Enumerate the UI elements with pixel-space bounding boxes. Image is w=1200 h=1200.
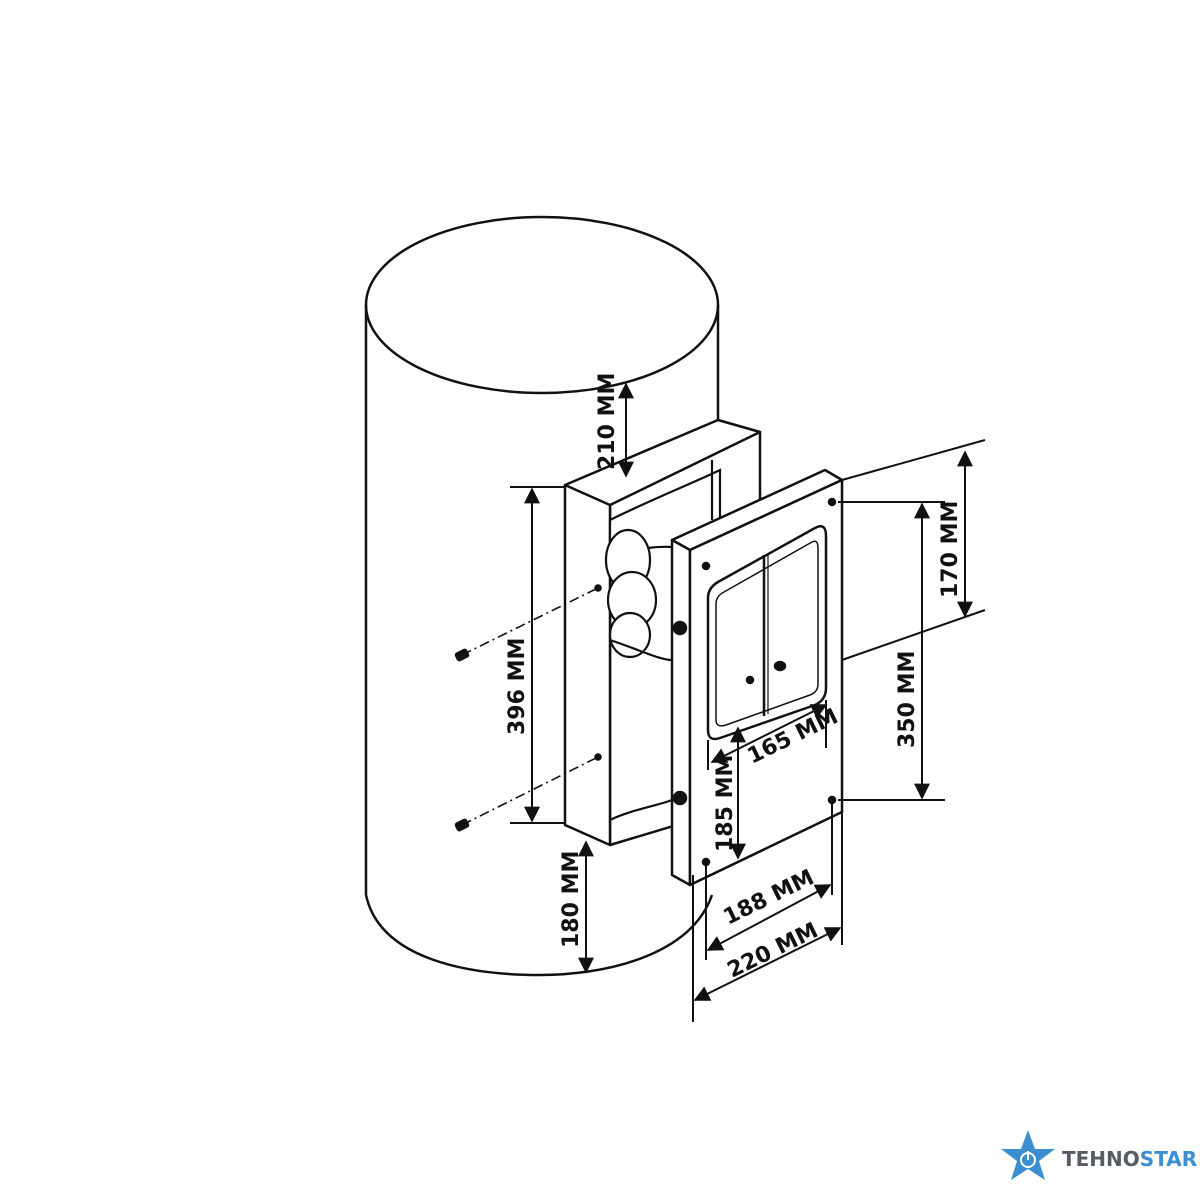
cylinder-bottom xyxy=(364,894,714,977)
star-power-icon xyxy=(1001,1130,1055,1180)
svg-text:TEHNOSTAR: TEHNOSTAR xyxy=(1062,1147,1197,1171)
dim-185: 185 MM xyxy=(713,755,738,852)
screw-bottom-icon xyxy=(594,753,602,761)
dim-188: 188 MM xyxy=(720,865,818,930)
dim-350: 350 MM xyxy=(895,651,920,748)
plate-side-face xyxy=(670,538,692,887)
bracket-left-wall xyxy=(563,483,612,847)
cylinder-top xyxy=(364,215,720,395)
dimension-lines xyxy=(510,382,986,1022)
brand-logo: TEHNOSTAR xyxy=(1001,1130,1197,1180)
dim-180: 180 MM xyxy=(559,851,584,948)
screw-top-icon xyxy=(594,584,602,592)
cylinder-body xyxy=(364,215,720,977)
dim-396: 396 MM xyxy=(505,638,530,735)
brand-name-part1: TEHNO xyxy=(1062,1147,1140,1171)
dim-170: 170 MM xyxy=(938,501,963,598)
brand-name-part2: STAR xyxy=(1140,1147,1197,1171)
front-plate xyxy=(670,468,844,887)
dim-210: 210 MM xyxy=(595,373,620,470)
dim-220: 220 MM xyxy=(724,918,822,983)
